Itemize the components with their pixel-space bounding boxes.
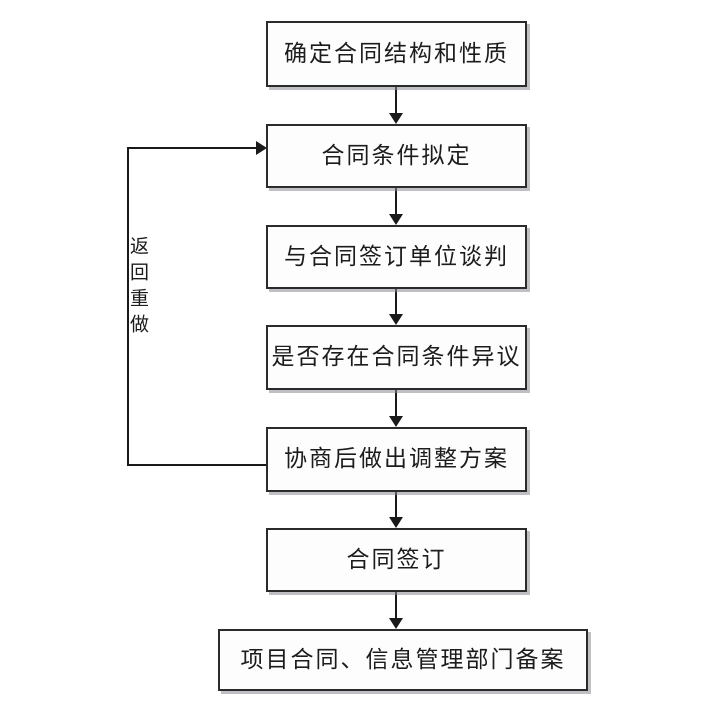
edge-n5-n6-arrowhead — [389, 517, 403, 528]
edge-n4-n5-arrowhead — [389, 416, 403, 427]
flow-node-label: 协商后做出调整方案 — [284, 446, 509, 472]
flow-node-label: 合同条件拟定 — [321, 142, 472, 169]
flow-node-sign-contract[interactable]: 合同签订 — [266, 528, 527, 592]
flow-node-negotiate[interactable]: 与合同签订单位谈判 — [266, 225, 527, 289]
flow-node-label: 是否存在合同条件异议 — [271, 344, 522, 370]
feedback-loop-label: 返回重做 — [127, 236, 149, 340]
edge-feedback-top-segment — [127, 147, 257, 149]
edge-n6-n7-line — [395, 592, 397, 620]
flow-node-label: 与合同签订单位谈判 — [284, 243, 509, 270]
edge-feedback-bottom-segment — [127, 464, 267, 466]
flow-node-label: 项目合同、信息管理部门备案 — [240, 646, 566, 673]
edge-n4-n5-line — [395, 390, 397, 418]
edge-n3-n4-arrowhead — [389, 314, 403, 325]
edge-n1-n2-line — [395, 87, 397, 115]
edge-n1-n2-arrowhead — [389, 113, 403, 124]
flow-node-label: 合同签订 — [346, 546, 447, 573]
edge-n5-n6-line — [395, 492, 397, 519]
flow-node-draft-terms[interactable]: 合同条件拟定 — [266, 124, 527, 188]
flow-node-label: 确定合同结构和性质 — [284, 40, 509, 67]
edge-n6-n7-arrowhead — [389, 618, 403, 629]
edge-feedback-vertical-segment — [127, 147, 129, 466]
flow-node-objection-check[interactable]: 是否存在合同条件异议 — [266, 325, 527, 390]
flow-node-contract-structure[interactable]: 确定合同结构和性质 — [266, 21, 527, 87]
flow-node-adjustment-plan[interactable]: 协商后做出调整方案 — [266, 427, 527, 492]
flow-node-file-record[interactable]: 项目合同、信息管理部门备案 — [218, 629, 588, 691]
edge-n2-n3-arrowhead — [389, 214, 403, 225]
edge-n2-n3-line — [395, 188, 397, 215]
edge-n3-n4-line — [395, 289, 397, 315]
edge-feedback-arrowhead — [256, 141, 267, 155]
